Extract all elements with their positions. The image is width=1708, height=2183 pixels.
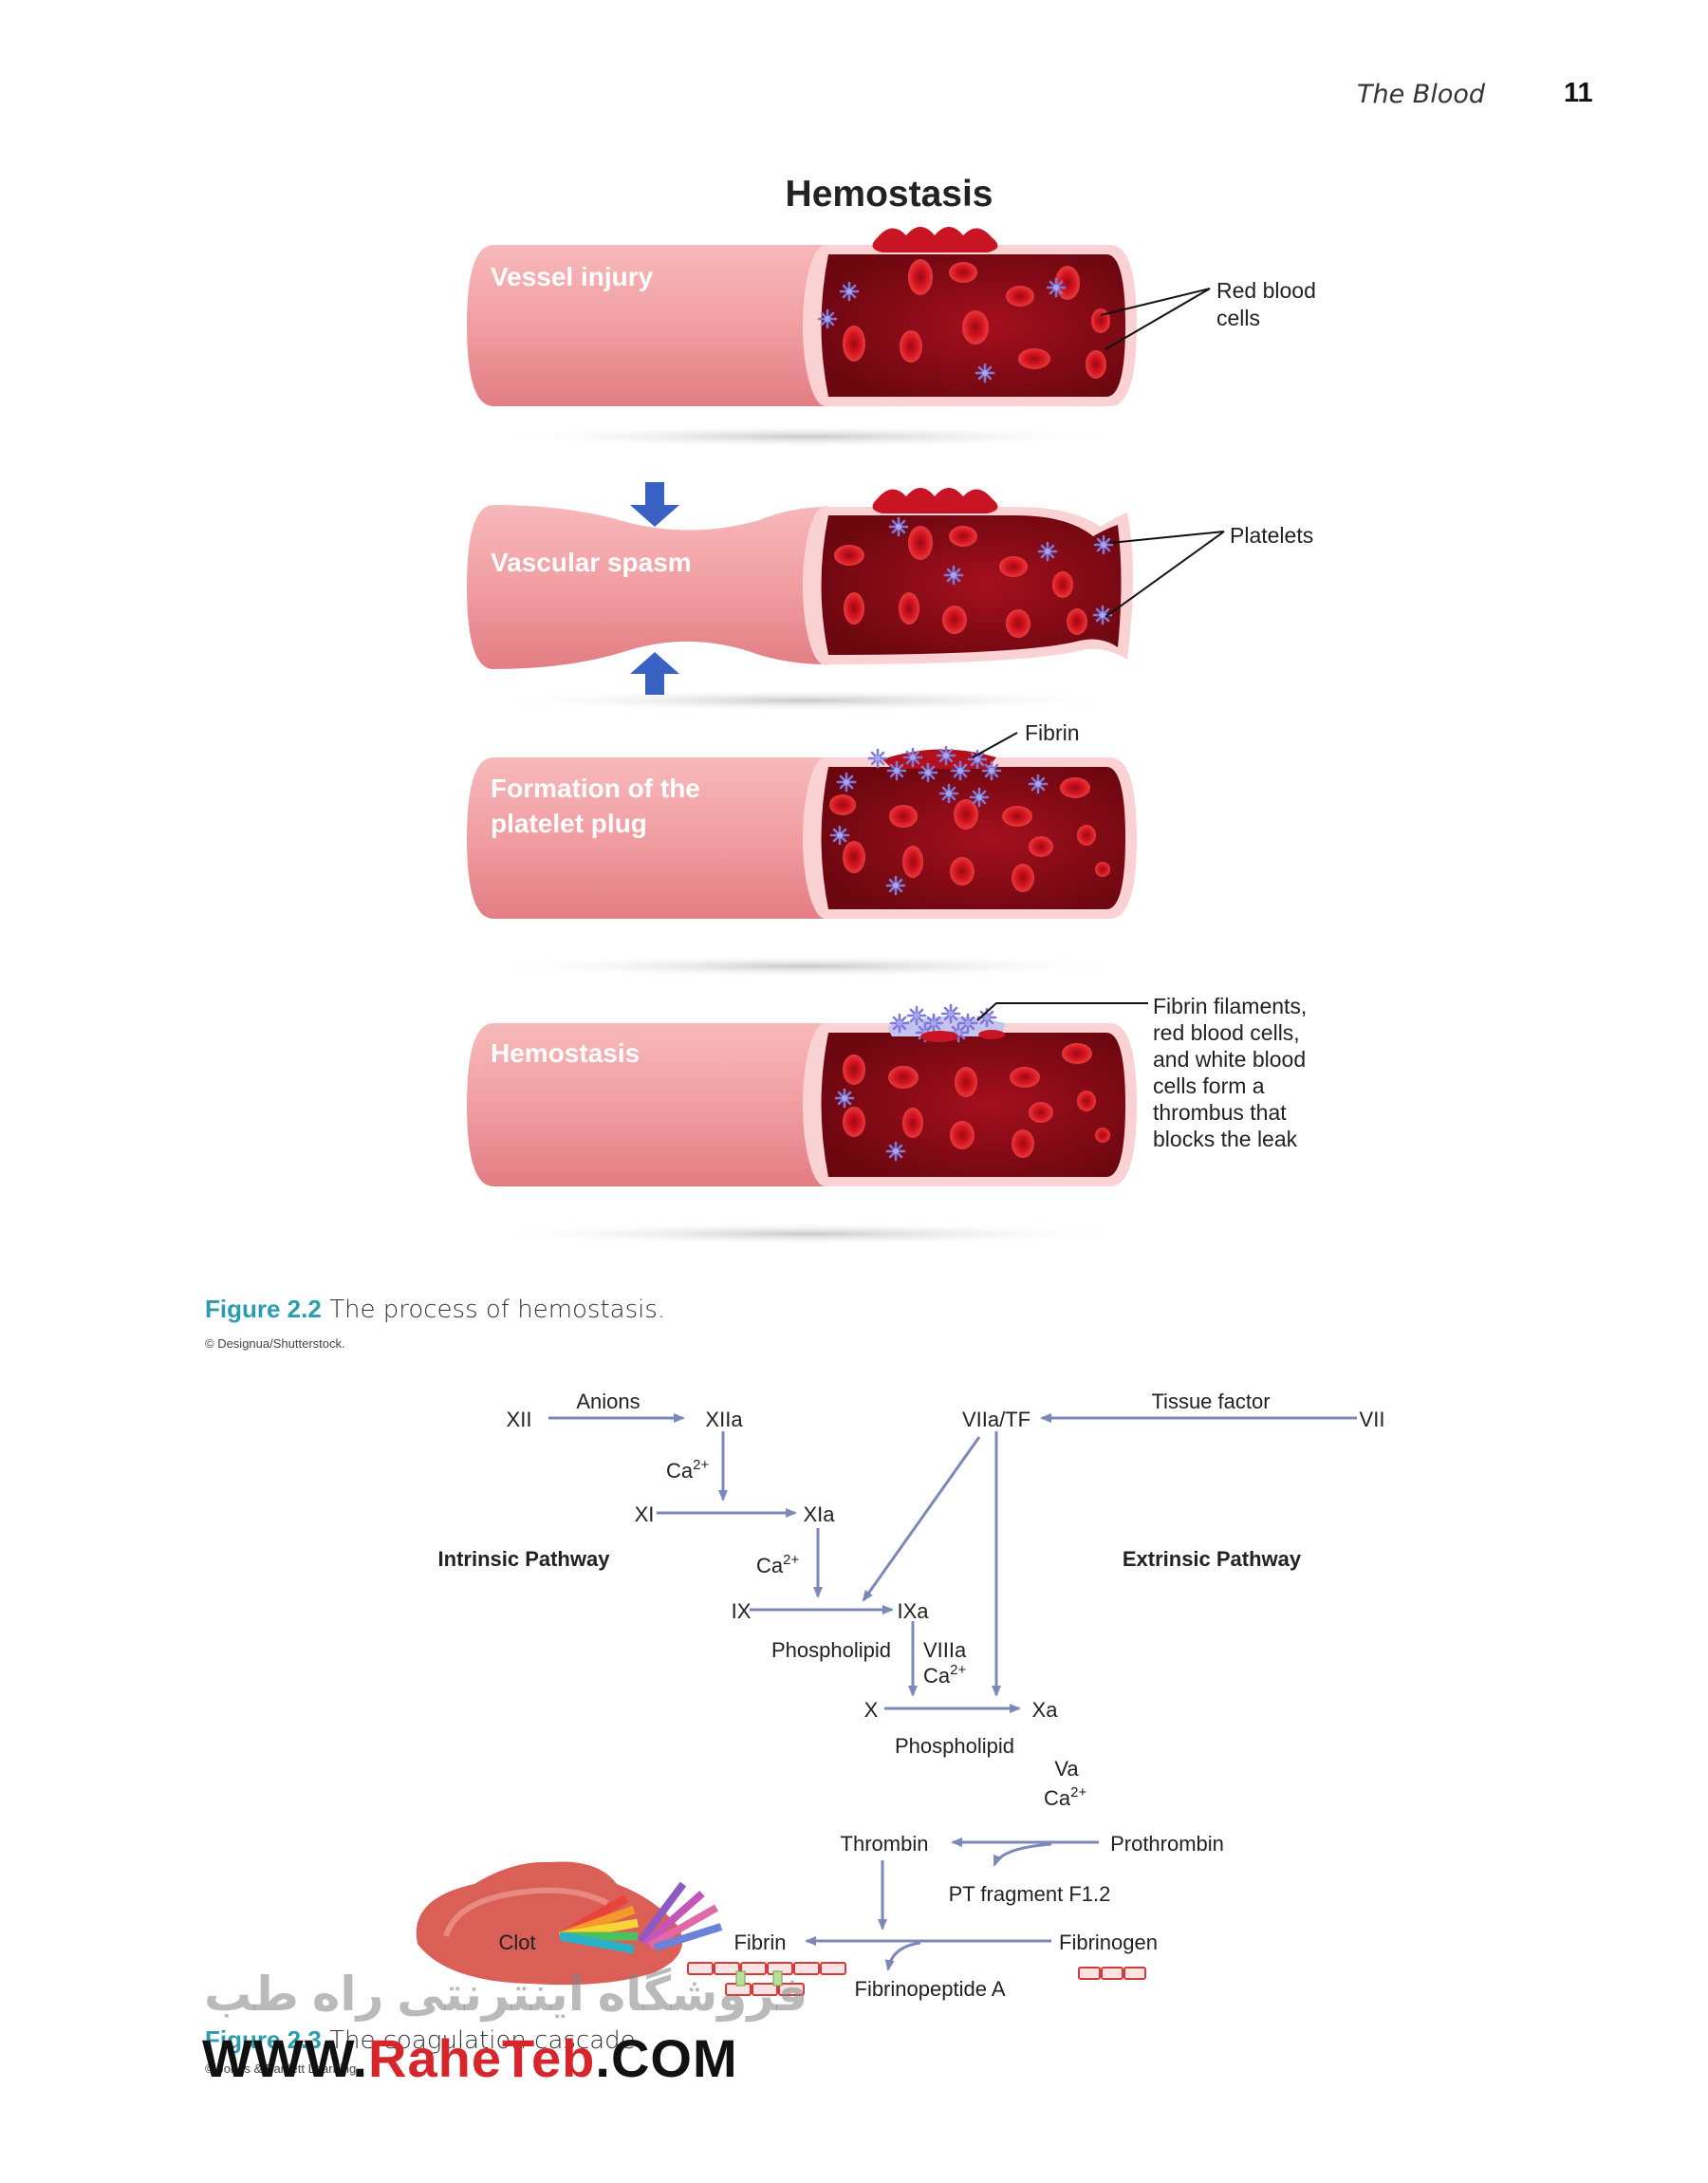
- figure-2-3-credit: © Jones & Bartlett Learning.: [205, 2062, 360, 2076]
- node-x: X: [864, 1698, 879, 1722]
- watermark-url: WWW.RaheTeb.COM: [202, 2027, 738, 2089]
- svg-text:thrombus that: thrombus that: [1153, 1100, 1287, 1125]
- label-ca-2: Ca2+: [756, 1552, 799, 1577]
- node-prothrombin: Prothrombin: [1110, 1832, 1224, 1856]
- node-xa: Xa: [1032, 1698, 1059, 1722]
- label-ca-1: Ca2+: [666, 1457, 709, 1483]
- svg-text:cells form a: cells form a: [1153, 1073, 1265, 1098]
- node-xii: XII: [507, 1408, 532, 1431]
- fibrin-crosslinks: [735, 1970, 783, 1987]
- node-fibrinogen: Fibrinogen: [1059, 1931, 1158, 1954]
- label-anions: Anions: [576, 1390, 640, 1413]
- node-thrombin: Thrombin: [841, 1832, 929, 1856]
- svg-text:Fibrin filaments,: Fibrin filaments,: [1153, 994, 1307, 1018]
- node-vii: VII: [1360, 1408, 1385, 1431]
- stage-label-hemostasis: Hemostasis: [491, 1038, 640, 1068]
- cascade-arrows: [548, 1413, 1357, 1971]
- figure-2-2-caption-text: The process of hemostasis.: [321, 1296, 666, 1324]
- raheteb-logo: [557, 1881, 723, 1954]
- node-fibrin: Fibrin: [733, 1931, 786, 1954]
- figure-2-2-caption: Figure 2.2 The process of hemostasis.: [205, 1295, 665, 1324]
- label-extrinsic-pathway: Extrinsic Pathway: [1123, 1547, 1302, 1571]
- label-clot: Clot: [498, 1931, 535, 1954]
- node-ixa: IXa: [897, 1599, 929, 1623]
- callout-thrombus: Fibrin filaments, red blood cells, and w…: [1153, 994, 1307, 1151]
- stage-label-vessel-injury: Vessel injury: [491, 262, 654, 291]
- label-tissue-factor: Tissue factor: [1151, 1390, 1270, 1413]
- label-ca-4: Ca2+: [1044, 1784, 1086, 1810]
- hemostasis-stage: Hemostasis: [467, 1003, 1137, 1245]
- label-viiia: VIIIa: [923, 1638, 967, 1662]
- figure-2-3-label: Figure 2.3: [205, 2025, 322, 2054]
- watermark-url-suffix: .COM: [595, 2028, 738, 2088]
- label-pt-fragment: PT fragment F1.2: [949, 1882, 1111, 1906]
- vascular-spasm-stage: Vascular spasm: [467, 482, 1133, 712]
- label-ca-3: Ca2+: [923, 1662, 966, 1688]
- callout-platelets: Platelets: [1230, 523, 1313, 548]
- stage-label-vascular-spasm: Vascular spasm: [491, 548, 692, 577]
- watermark-url-brand: RaheTeb: [368, 2028, 596, 2088]
- node-xia: XIa: [803, 1502, 835, 1526]
- watermark-persian: فروشگاه اینترنتی راه طب: [204, 1968, 808, 2021]
- figure-2-2-label: Figure 2.2: [205, 1295, 322, 1323]
- figure-2-2-credit: © Designua/Shutterstock.: [205, 1336, 345, 1351]
- callout-lines: [972, 288, 1225, 1021]
- label-phospholipid-1: Phospholipid: [771, 1638, 891, 1662]
- callout-red-blood-cells-line1: Red blood: [1216, 278, 1316, 303]
- figure-2-3-caption-text: The coagulation cascade.: [321, 2026, 643, 2055]
- figure-title: Hemostasis: [786, 174, 993, 215]
- label-fibrinopeptide-a: Fibrinopeptide A: [855, 1977, 1006, 2001]
- watermark-url-prefix: WWW.: [202, 2028, 369, 2088]
- hemostasis-figure: Hemostasis Vessel injury: [467, 174, 1316, 1245]
- page-number: 11: [1564, 78, 1593, 108]
- svg-text:red blood cells,: red blood cells,: [1153, 1020, 1300, 1045]
- label-intrinsic-pathway: Intrinsic Pathway: [438, 1547, 611, 1571]
- label-phospholipid-2: Phospholipid: [895, 1734, 1014, 1758]
- platelet-plug-stage: Formation of the platelet plug: [467, 745, 1137, 978]
- node-ix: IX: [732, 1599, 752, 1623]
- running-title: The Blood: [1357, 80, 1485, 109]
- coagulation-cascade-figure: XII Anions XIIa Ca2+ XI XIa Intrinsic Pa…: [416, 1390, 1385, 2001]
- svg-text:and white blood: and white blood: [1153, 1047, 1306, 1072]
- node-xi: XI: [635, 1502, 655, 1526]
- node-viia-tf: VIIa/TF: [962, 1408, 1030, 1431]
- node-xiia: XIIa: [705, 1408, 743, 1431]
- figure-2-3-caption: Figure 2.3 The coagulation cascade.: [205, 2025, 643, 2055]
- stage-label-platelet-plug-line2: platelet plug: [491, 809, 647, 838]
- stage-label-platelet-plug-line1: Formation of the: [491, 774, 700, 803]
- label-va: Va: [1054, 1757, 1079, 1781]
- svg-text:blocks the leak: blocks the leak: [1153, 1127, 1298, 1151]
- vessel-injury-stage: Vessel injury: [467, 227, 1137, 448]
- callout-fibrin: Fibrin: [1025, 720, 1080, 745]
- callout-red-blood-cells-line2: cells: [1216, 306, 1260, 330]
- clot-illustration: Clot: [416, 1861, 683, 1986]
